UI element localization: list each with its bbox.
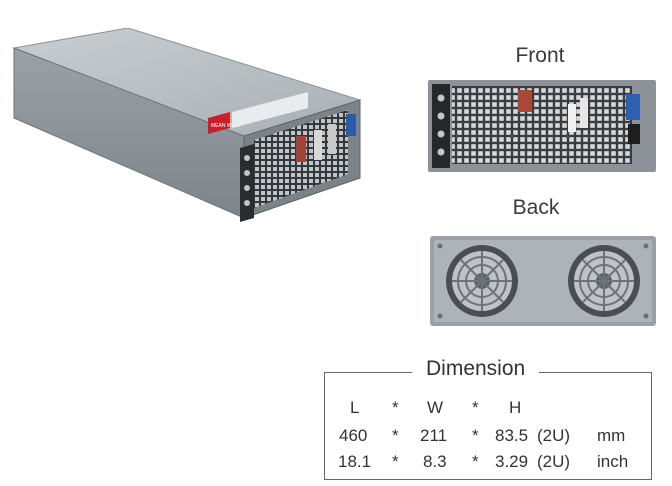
- row-inch-h-note: (2U): [537, 452, 571, 471]
- back-view-image: [430, 236, 656, 326]
- fan-icon: [446, 245, 518, 317]
- brand-logo: [208, 112, 230, 134]
- row-inch-unit: inch: [597, 452, 629, 471]
- front-view-image: [428, 80, 656, 172]
- header-sep-1: *: [392, 398, 399, 417]
- row-mm-h-note: (2U): [537, 426, 571, 445]
- row-mm-l: 460: [339, 426, 368, 445]
- header-w: W: [427, 398, 444, 417]
- row-mm-sep-1: *: [392, 426, 399, 445]
- svg-text:MEAN WELL: MEAN WELL: [211, 123, 241, 129]
- row-inch-sep-2: *: [472, 452, 479, 471]
- row-inch-l: 18.1: [338, 452, 372, 471]
- header-l: L: [350, 398, 360, 417]
- header-h: H: [509, 398, 522, 417]
- row-mm-w: 211: [420, 426, 448, 445]
- product-image: MEAN WELL: [12, 28, 362, 222]
- row-inch-w: 8.3: [423, 452, 447, 471]
- dimension-title: Dimension: [412, 357, 540, 381]
- header-sep-2: *: [472, 398, 479, 417]
- front-label: Front: [515, 44, 565, 67]
- back-label: Back: [512, 196, 560, 219]
- row-mm-unit: mm: [597, 426, 626, 445]
- row-inch-sep-1: *: [392, 452, 399, 471]
- row-mm-sep-2: *: [472, 426, 479, 445]
- fan-icon: [568, 245, 640, 317]
- row-inch-h: 3.29: [495, 452, 529, 471]
- row-mm-h: 83.5: [495, 426, 529, 445]
